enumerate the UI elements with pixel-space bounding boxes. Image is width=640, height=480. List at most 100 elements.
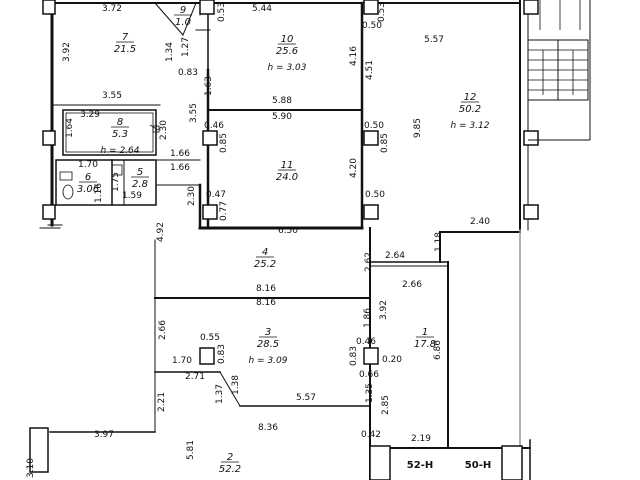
- dimension-label: 0.83: [178, 68, 198, 78]
- dimension-label: 1.27: [181, 37, 191, 57]
- dimension-label: 8.36: [258, 423, 278, 433]
- staircase: [527, 0, 591, 141]
- dimension-label: 1.38: [231, 375, 241, 395]
- room-area: 21.5: [114, 44, 136, 55]
- dimension-label: 9.85: [413, 118, 423, 138]
- dimension-label: 3.72: [102, 4, 122, 14]
- dimension-label: 3.92: [62, 42, 72, 62]
- dimension-label: 1.18: [434, 232, 444, 252]
- room-4: 425.2: [254, 247, 276, 270]
- dimension-label: 2.19: [411, 434, 431, 444]
- dimension-label: 1.63: [204, 76, 214, 96]
- room-number: 7: [122, 32, 129, 43]
- room-1: 117.8: [414, 327, 436, 350]
- room-area: 28.5: [257, 339, 279, 350]
- dimension-label: 5.88: [272, 96, 292, 106]
- room-2: 252.2: [219, 452, 241, 475]
- dimension-label: 6.50: [278, 226, 298, 236]
- dimension-label: 2.66: [158, 320, 168, 340]
- room-number: 6: [85, 172, 91, 183]
- label-50h: 50-Н: [465, 460, 491, 471]
- dimension-label: 0.50: [364, 121, 384, 131]
- dimension-label: 0.42: [361, 430, 381, 440]
- dimension-label: 3.10: [26, 458, 36, 478]
- room-area: 24.0: [276, 172, 298, 183]
- dimension-label: 5.81: [186, 440, 196, 460]
- room-height: h = 3.03: [267, 63, 306, 73]
- dimension-label: 4.20: [349, 158, 359, 178]
- dimension-label: 0.50: [365, 190, 385, 200]
- walls: [39, 0, 531, 480]
- room-number: 5: [137, 167, 143, 178]
- unit-labels: 52-Н 50-Н: [407, 460, 491, 471]
- dimension-label: 1.70: [172, 356, 192, 366]
- dimension-label: 4.92: [156, 222, 166, 242]
- dimension-label: 0.85: [380, 133, 390, 153]
- dimension-label: 0.50: [362, 21, 382, 31]
- dimension-label: 1.35: [365, 383, 375, 403]
- dimension-label: 0.83: [349, 346, 359, 366]
- room-area: 25.2: [254, 259, 276, 270]
- room-area: 17.8: [414, 339, 436, 350]
- dimension-label: 0.85: [219, 133, 229, 153]
- room-3: 328.5h = 3.09: [248, 327, 287, 366]
- dimension-label: 0.55: [200, 333, 220, 343]
- dimension-label: 2.21: [157, 392, 167, 412]
- dimension-label: 1.37: [215, 384, 225, 404]
- dimension-label: 2.62: [364, 252, 374, 272]
- room-height: h = 3.12: [450, 121, 489, 131]
- room-number: 10: [281, 34, 294, 45]
- room-area: 52.2: [219, 464, 241, 475]
- room-number: 8: [117, 117, 123, 128]
- room-number: 4: [262, 247, 268, 258]
- room-number: 11: [281, 160, 294, 171]
- dimension-label: 8.16: [256, 284, 276, 294]
- room-area: 5.3: [112, 129, 128, 140]
- dimension-label: 1.70: [78, 160, 98, 170]
- dimension-label: 1.64: [65, 118, 75, 138]
- dimension-label: 0.66: [359, 370, 379, 380]
- dimension-label: 4.51: [365, 60, 375, 80]
- sanitary-fixtures: [59, 124, 160, 200]
- room-height: h = 2.64: [100, 146, 139, 156]
- dimension-label: 3.29: [80, 110, 100, 120]
- dimension-label: 5.57: [296, 393, 316, 403]
- room-area: 50.2: [459, 104, 481, 115]
- dimension-label: 2.30: [159, 120, 169, 140]
- dimension-label: 2.85: [381, 395, 391, 415]
- dimension-label: 1.75: [111, 172, 121, 192]
- dimension-label: 2.64: [385, 251, 405, 261]
- dimension-label: 0.46: [204, 121, 224, 131]
- room-number: 12: [464, 92, 477, 103]
- dimension-label: 0.83: [217, 344, 227, 364]
- dimension-label: 1.16: [94, 183, 104, 203]
- dimension-label: 0.46: [356, 337, 376, 347]
- room-5: 52.8: [131, 167, 149, 190]
- columns: [29, 0, 539, 480]
- room-number: 3: [265, 327, 271, 338]
- dimension-label: 8.16: [256, 298, 276, 308]
- dimension-label: 3.97: [94, 430, 114, 440]
- room-area: 1.0: [175, 17, 191, 28]
- dimension-label: 1.66: [170, 149, 190, 159]
- label-52h: 52-Н: [407, 460, 433, 471]
- dimension-label: 2.40: [470, 217, 490, 227]
- room-9: 91.0: [174, 5, 192, 28]
- dimension-label: 0.53: [217, 2, 227, 22]
- dimension-label: 3.92: [379, 300, 389, 320]
- dimension-label: 5.44: [252, 4, 272, 14]
- dimension-label: 0.47: [206, 190, 226, 200]
- dimension-label: 2.30: [187, 186, 197, 206]
- dimension-label: 1.59: [122, 191, 142, 201]
- dimension-label: 2.71: [185, 372, 205, 382]
- room-area: 25.6: [276, 46, 298, 57]
- dimension-label: 0.77: [219, 201, 229, 221]
- dimension-label: 1.34: [165, 42, 175, 62]
- room-area: 3.06: [77, 184, 99, 195]
- dimension-label: 6.86: [433, 340, 443, 360]
